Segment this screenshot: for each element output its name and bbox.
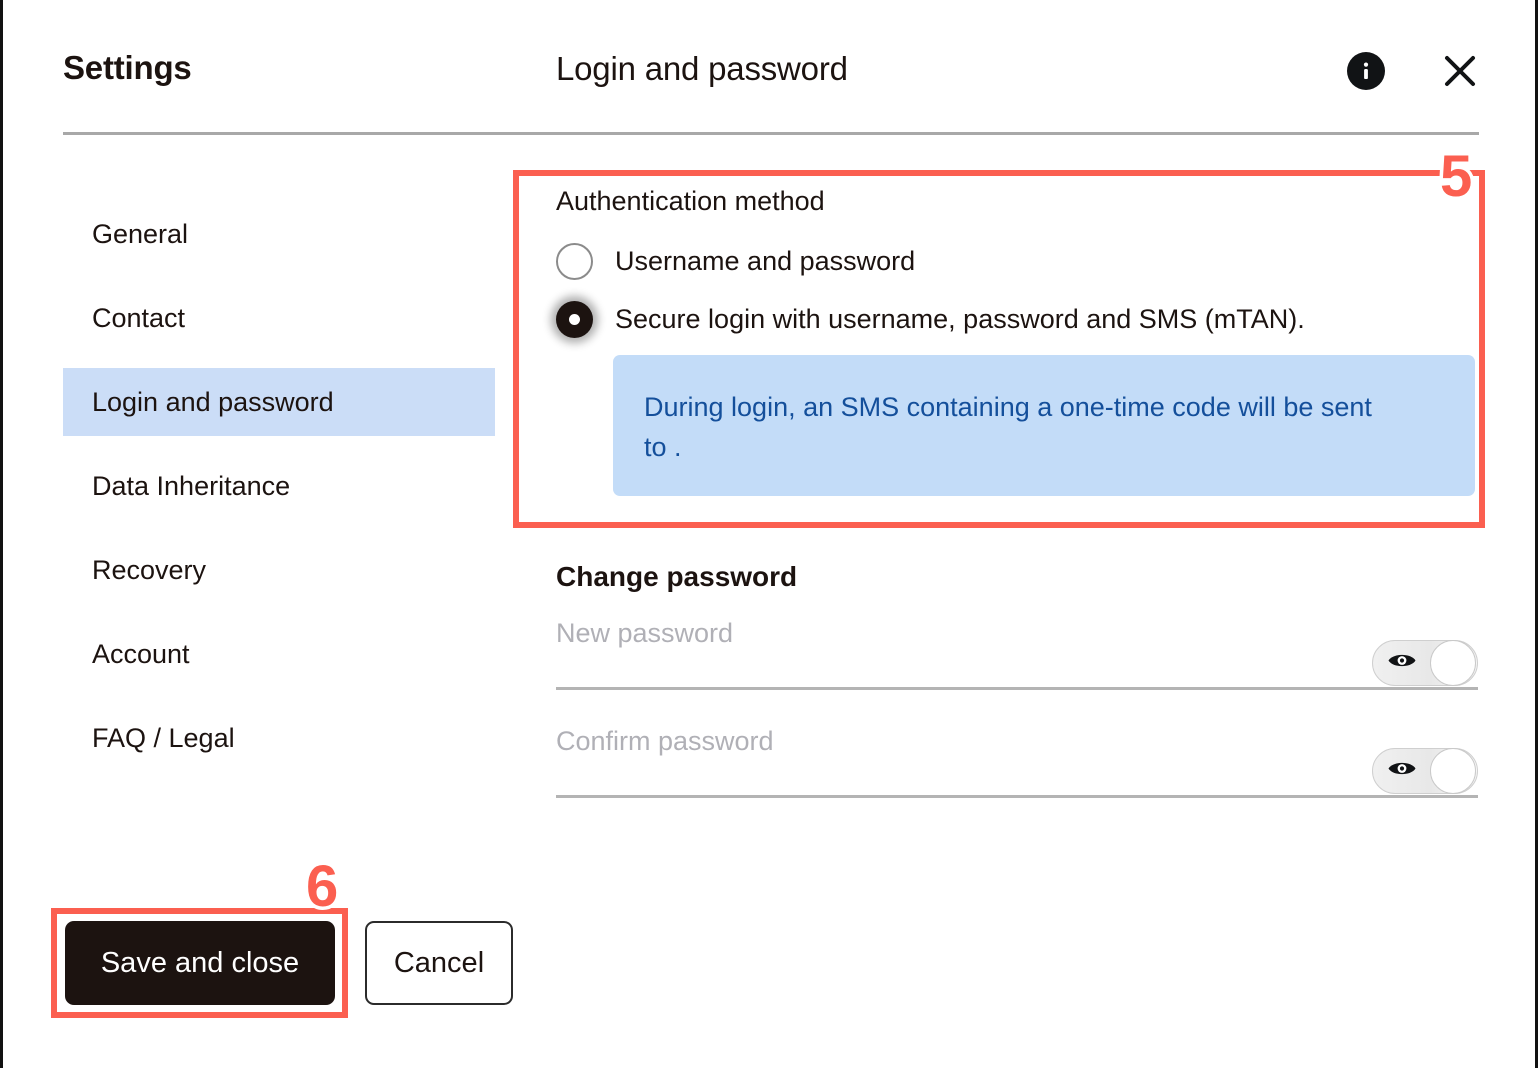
sidebar-item-label: General [92, 218, 189, 249]
annotation-step-6: 6 [302, 854, 341, 919]
cancel-button[interactable]: Cancel [365, 921, 513, 1005]
mtan-info-text: During login, an SMS containing a one-ti… [644, 392, 1372, 462]
sidebar-item-label: Contact [92, 302, 186, 333]
radio-option-secure-login-mtan[interactable]: Secure login with username, password and… [556, 301, 1305, 338]
page-title: Login and password [556, 50, 848, 87]
authentication-method-label: Authentication method [556, 186, 825, 216]
sidebar-item-label: Recovery [92, 554, 207, 585]
dialog-header: Settings Login and password [3, 0, 1535, 135]
radio-option-username-password[interactable]: Username and password [556, 243, 915, 280]
new-password-reveal-toggle[interactable] [1372, 640, 1478, 686]
sidebar-item-label: Login and password [92, 386, 334, 417]
header-divider [63, 132, 1479, 135]
sidebar-item-contact[interactable]: Contact [3, 284, 503, 352]
annotation-step-5: 5 [1436, 144, 1475, 209]
eye-icon [1387, 759, 1417, 784]
sidebar-item-general[interactable]: General [3, 200, 503, 268]
confirm-password-reveal-toggle[interactable] [1372, 748, 1478, 794]
settings-main-panel: Authentication method Username and passw… [3, 0, 1535, 1068]
sidebar-item-label: Account [92, 638, 190, 669]
save-button-highlight [51, 908, 348, 1018]
toggle-knob [1430, 748, 1476, 794]
close-icon[interactable] [1441, 52, 1479, 90]
toggle-knob [1430, 640, 1476, 686]
eye-icon [1387, 651, 1417, 676]
new-password-input[interactable]: New password [556, 618, 734, 648]
radio-icon-unselected[interactable] [556, 243, 593, 280]
sidebar-item-recovery[interactable]: Recovery [3, 536, 503, 604]
new-password-field-row: New password [556, 612, 1478, 690]
radio-icon-selected[interactable] [556, 301, 593, 338]
sidebar-item-data-inheritance[interactable]: Data Inheritance [3, 452, 503, 520]
mtan-info-panel: During login, an SMS containing a one-ti… [613, 355, 1475, 496]
radio-option-label: Secure login with username, password and… [615, 304, 1305, 334]
sidebar-item-login-and-password[interactable]: Login and password [63, 368, 495, 436]
info-icon[interactable] [1347, 52, 1385, 90]
confirm-password-field-row: Confirm password [556, 720, 1478, 798]
radio-option-label: Username and password [615, 246, 916, 276]
sidebar-item-account[interactable]: Account [3, 620, 503, 688]
sidebar-item-label: Data Inheritance [92, 470, 291, 501]
save-and-close-button[interactable]: Save and close [65, 921, 335, 1005]
change-password-heading: Change password [556, 561, 798, 592]
sidebar-item-faq-legal[interactable]: FAQ / Legal [3, 704, 503, 772]
confirm-password-input[interactable]: Confirm password [556, 726, 774, 756]
sidebar-item-label: FAQ / Legal [92, 722, 235, 753]
settings-sidebar: General Contact Login and password Data … [3, 200, 503, 788]
settings-label: Settings [63, 49, 192, 86]
header-actions [1347, 52, 1479, 90]
